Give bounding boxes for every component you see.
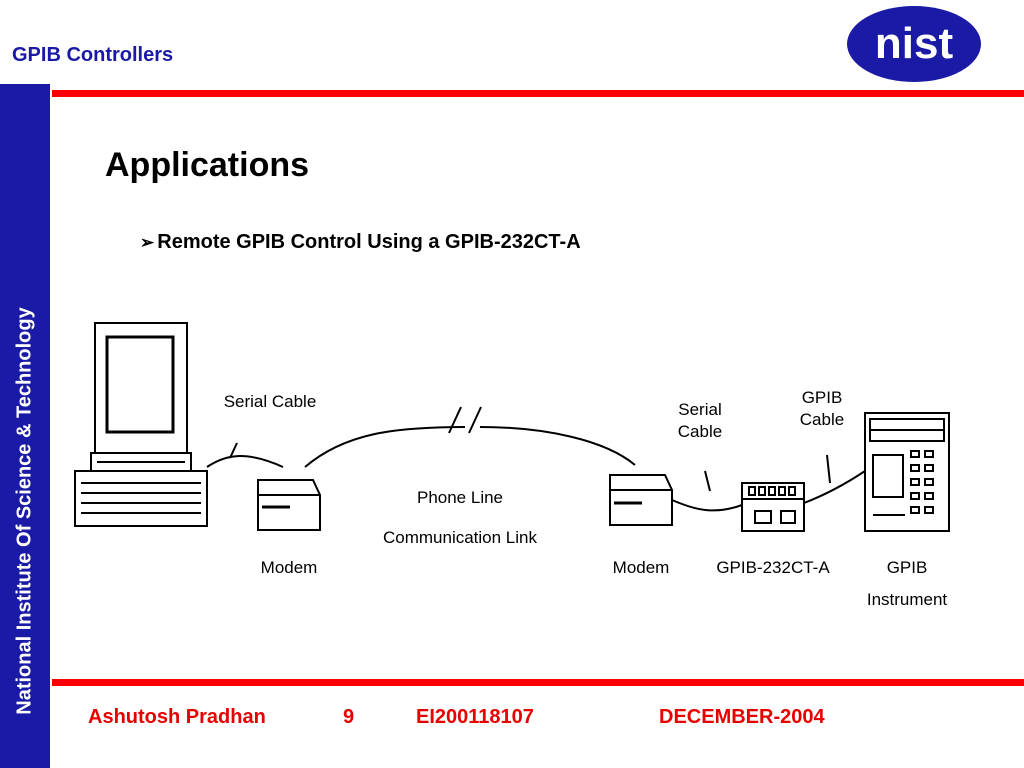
- cable-lines: [206, 406, 866, 512]
- bottom-divider: [52, 679, 1024, 686]
- phone-line-label: Phone Line: [417, 488, 503, 507]
- serial-cable-label: Serial: [678, 400, 721, 419]
- phone-line-left: [304, 426, 466, 468]
- logo-text: nist: [875, 19, 954, 68]
- bullet-item: ➢Remote GPIB Control Using a GPIB-232CT-…: [140, 231, 581, 254]
- computer-icon: [74, 322, 208, 527]
- serial-cable-line: [671, 499, 743, 512]
- instrument-icon: [864, 412, 950, 532]
- slide-title: Applications: [105, 146, 310, 184]
- gpib-cable-label: Cable: [800, 410, 844, 429]
- footer-author: Ashutosh Pradhan: [88, 706, 266, 728]
- serial-cable-label: Cable: [678, 422, 722, 441]
- converter-icon: [741, 482, 805, 532]
- footer-page-number: 9: [343, 706, 355, 728]
- modem-label: Modem: [261, 558, 318, 577]
- institute-name: National Institute Of Science & Technolo…: [13, 307, 36, 715]
- phone-line-right: [479, 426, 636, 466]
- instrument-label: GPIB: [887, 558, 928, 577]
- bullet-arrow-icon: ➢: [140, 233, 155, 252]
- modem-label: Modem: [613, 558, 670, 577]
- bullet-text: Remote GPIB Control Using a GPIB-232CT-A: [157, 231, 581, 253]
- modem-icon: [609, 474, 673, 526]
- header-title: GPIB Controllers: [12, 44, 174, 66]
- gpib-cable-line: [803, 470, 866, 504]
- phone-line-label: Communication Link: [383, 528, 538, 547]
- footer-id: EI200118107: [416, 706, 534, 728]
- nist-logo: nist: [847, 6, 981, 82]
- serial-cable-label: Serial Cable: [224, 392, 317, 411]
- top-divider: [52, 90, 1024, 97]
- instrument-label: Instrument: [867, 590, 948, 609]
- footer-date: DECEMBER-2004: [659, 706, 825, 728]
- converter-label: GPIB-232CT-A: [716, 558, 830, 577]
- sidebar: National Institute Of Science & Technolo…: [0, 84, 50, 768]
- modem-icon: [257, 479, 321, 531]
- gpib-diagram: Serial Cable Serial Cable GPIB Cable Pho…: [74, 322, 950, 609]
- serial-cable-line: [206, 455, 284, 468]
- gpib-cable-label: GPIB: [802, 388, 843, 407]
